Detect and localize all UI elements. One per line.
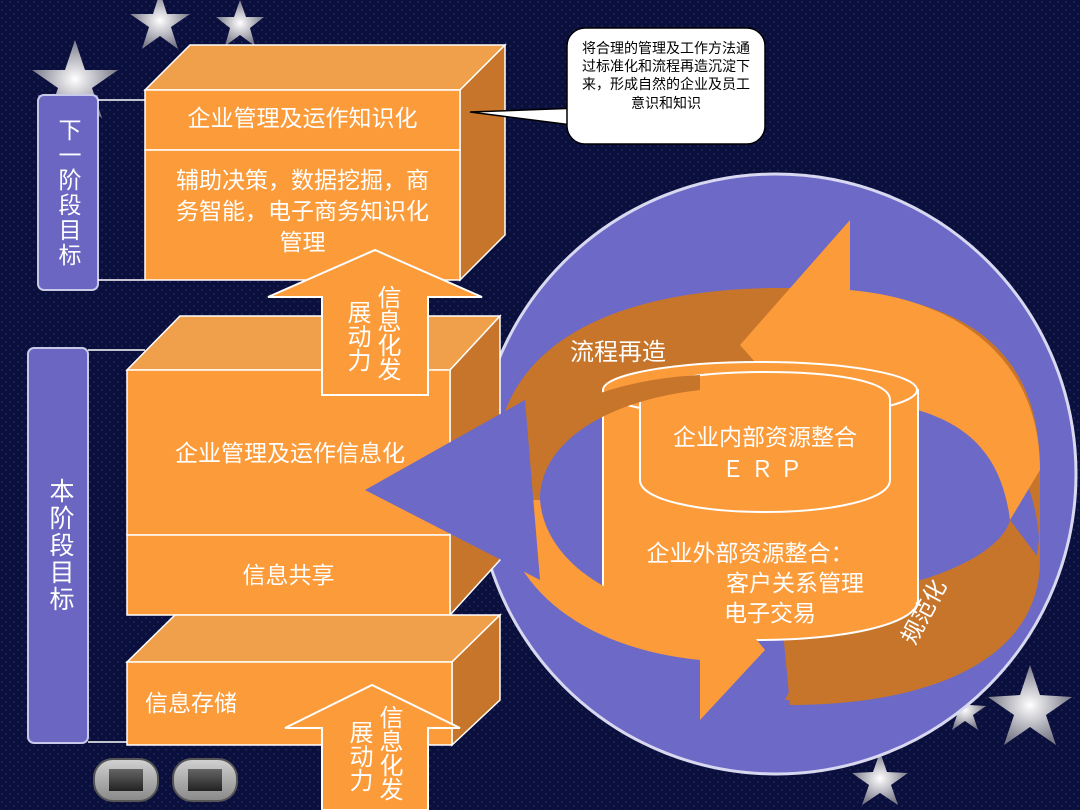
information-share-label: 信息共享	[242, 563, 335, 589]
process-arrow-top	[740, 220, 1040, 520]
pointer-triangle	[365, 400, 540, 580]
current-stage-label: 本阶段目标	[46, 478, 75, 613]
information-storage-label: 信息存储	[145, 691, 237, 717]
e-commerce-label: 电子交易	[724, 601, 816, 627]
next-stage-label: 下一阶段目标	[54, 118, 80, 268]
prev-button[interactable]	[93, 758, 159, 802]
erp-label: ＥＲＰ	[721, 457, 809, 483]
knowledge-box	[143, 43, 507, 282]
next-stage-scroll	[37, 94, 145, 291]
star-icon	[988, 665, 1072, 745]
internal-integration-label: 企业内部资源整合	[673, 425, 857, 451]
process-arrow-bottom	[495, 470, 765, 720]
callout-bubble	[469, 27, 766, 145]
lower-arrow-right-text: 信息化发	[375, 705, 403, 801]
crm-label: 客户关系管理	[726, 571, 864, 597]
upper-arrow-left-text: 展动力	[343, 300, 371, 372]
star-icon	[130, 0, 190, 49]
prev-button-icon	[109, 769, 143, 791]
lower-arrow-left-text: 展动力	[345, 720, 373, 792]
knowledge-box-body: 辅助决策，数据挖掘，商务智能，电子商务知识化管理	[176, 168, 429, 257]
current-stage-scroll	[27, 347, 145, 744]
upper-arrow-right-text: 信息化发	[373, 285, 401, 381]
process-reengineering-label: 流程再造	[570, 338, 666, 366]
star-icon	[944, 690, 986, 730]
next-button-icon	[188, 769, 222, 791]
knowledge-box-title: 企业管理及运作知识化	[187, 106, 418, 132]
callout-text: 将合理的管理及工作方法通过标准化和流程再造沉淀下来，形成自然的企业及员工意识和知…	[582, 41, 750, 112]
star-icon	[32, 40, 118, 118]
next-button[interactable]	[172, 758, 238, 802]
star-icon	[216, 0, 264, 46]
star-icon	[852, 752, 908, 805]
upper-up-arrow	[267, 248, 483, 396]
external-integration-label: 企业外部资源整合：	[646, 541, 854, 567]
information-box-title: 企业管理及运作信息化	[175, 441, 405, 467]
lower-up-arrow	[284, 683, 461, 810]
cylinder-inner	[639, 370, 891, 514]
